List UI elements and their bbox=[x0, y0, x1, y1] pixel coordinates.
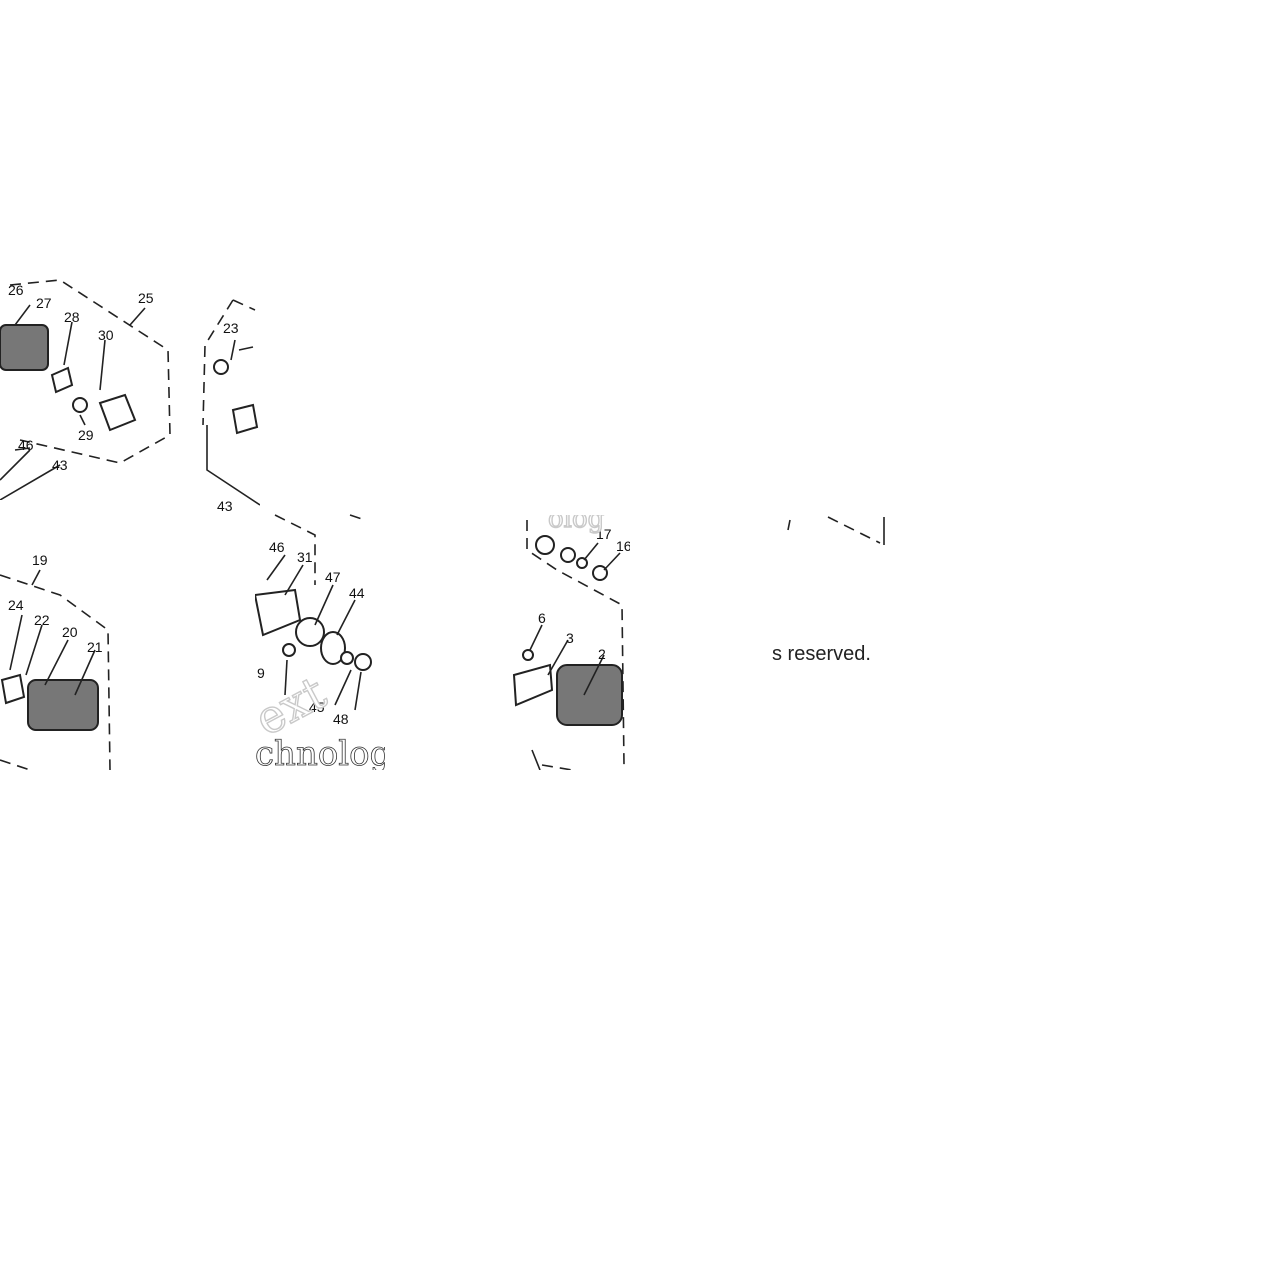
label-6: 6 bbox=[538, 610, 546, 626]
label-46b: 46 bbox=[269, 539, 285, 555]
exploded-view-top-left: 26 27 28 30 25 29 46 43 bbox=[0, 279, 171, 500]
label-30: 30 bbox=[98, 327, 114, 343]
washer-part bbox=[560, 547, 576, 563]
footpeg-rubber-part bbox=[556, 664, 623, 726]
label-31: 31 bbox=[297, 549, 313, 565]
plate-part bbox=[50, 366, 74, 394]
nut-part bbox=[576, 557, 588, 569]
exploded-view-bottom-left: 19 24 22 20 21 bbox=[0, 552, 111, 770]
watermark-text: olog bbox=[548, 515, 604, 534]
label-48: 48 bbox=[333, 711, 349, 727]
label-20: 20 bbox=[62, 624, 78, 640]
label-46: 46 bbox=[18, 437, 34, 453]
footrest-cover-part bbox=[512, 663, 554, 707]
nut-part bbox=[522, 649, 534, 661]
collar-part bbox=[354, 653, 372, 671]
label-44: 44 bbox=[349, 585, 365, 601]
label-19: 19 bbox=[32, 552, 48, 568]
frame-fragment bbox=[787, 516, 885, 545]
bushing-part bbox=[295, 617, 325, 647]
tile-bottom-middle: 46 31 47 44 9 45 48 ext chnologi bbox=[255, 510, 385, 770]
label-21: 21 bbox=[87, 639, 103, 655]
label-2: 2 bbox=[598, 646, 606, 662]
label-3: 3 bbox=[566, 630, 574, 646]
nut-part bbox=[340, 651, 354, 665]
label-22: 22 bbox=[34, 612, 50, 628]
label-29: 29 bbox=[78, 427, 94, 443]
exploded-view-bottom-right: 17 16 6 3 2 olog bbox=[512, 515, 630, 770]
label-47: 47 bbox=[325, 569, 341, 585]
exploded-view-bottom-middle: 46 31 47 44 9 45 48 ext chnologi bbox=[255, 514, 385, 770]
bushing-part bbox=[535, 535, 555, 555]
copyright-text: s reserved. bbox=[772, 643, 871, 665]
bolt-part bbox=[282, 643, 296, 657]
bolt-part bbox=[72, 397, 88, 413]
plate-part bbox=[0, 673, 26, 705]
washer-part bbox=[320, 631, 346, 665]
tile-top-middle: 23 43 bbox=[195, 295, 260, 515]
tile-bottom-right: 17 16 6 3 2 olog bbox=[512, 515, 630, 770]
label-25: 25 bbox=[138, 290, 154, 306]
watermark-text: chnologi bbox=[255, 734, 385, 770]
label-45: 45 bbox=[309, 699, 325, 715]
exploded-view-top-middle: 23 43 bbox=[202, 299, 260, 514]
label-17: 17 bbox=[596, 526, 612, 542]
bracket-part bbox=[98, 393, 137, 432]
label-23: 23 bbox=[223, 320, 239, 336]
tile-fragment-right bbox=[780, 515, 890, 555]
label-28: 28 bbox=[64, 309, 80, 325]
washer-part bbox=[213, 359, 229, 375]
tile-bottom-left: 19 24 22 20 21 bbox=[0, 545, 115, 770]
label-16: 16 bbox=[616, 538, 630, 554]
label-43b: 43 bbox=[217, 498, 233, 514]
label-24: 24 bbox=[8, 597, 24, 613]
footpeg-rubber-part bbox=[0, 324, 49, 371]
bracket-part bbox=[255, 588, 302, 637]
footpeg-rubber-part bbox=[27, 679, 99, 731]
label-9: 9 bbox=[257, 665, 265, 681]
label-26: 26 bbox=[8, 282, 24, 298]
tile-top-left: 26 27 28 30 25 29 46 43 bbox=[0, 270, 175, 500]
label-27: 27 bbox=[36, 295, 52, 311]
clip-part bbox=[231, 403, 259, 435]
label-43: 43 bbox=[52, 457, 68, 473]
